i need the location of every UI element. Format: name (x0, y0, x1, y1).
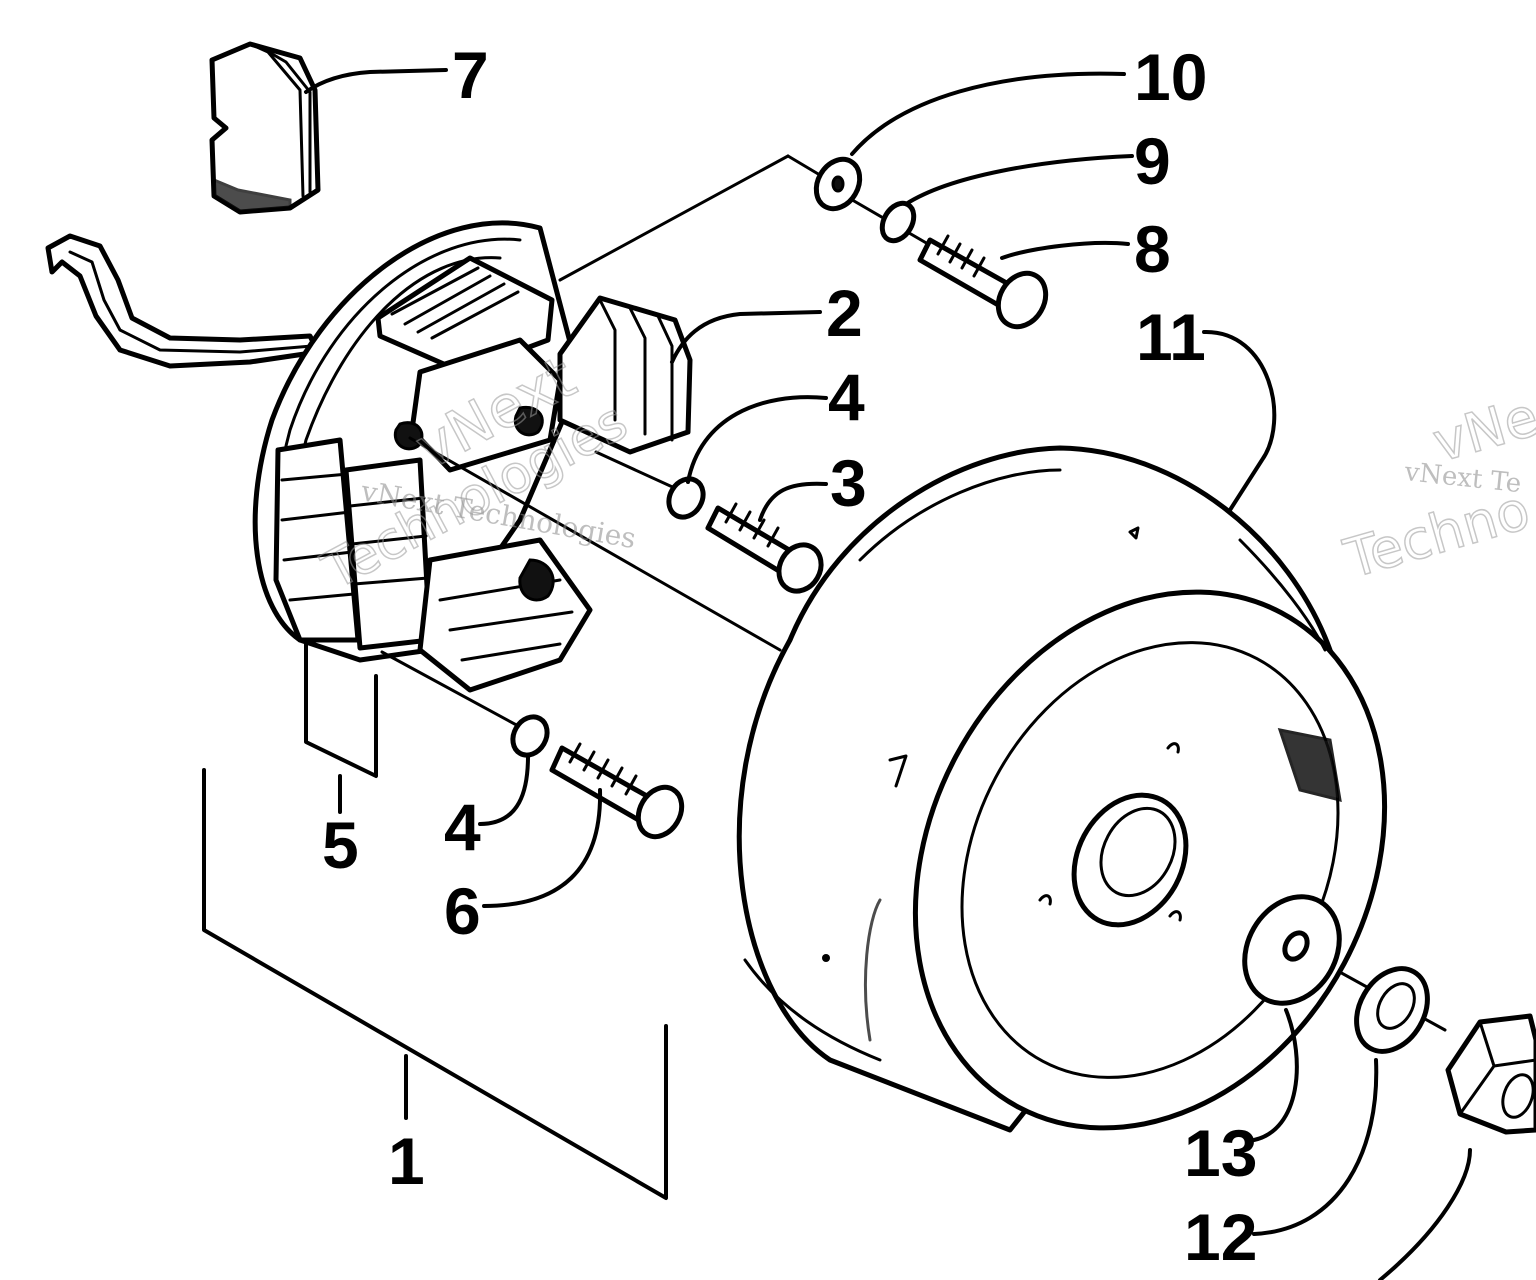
grommet-part-5 (304, 638, 378, 778)
stator-assembly (252, 220, 693, 693)
screw-part-3 (705, 502, 824, 594)
watermark-outline-right-1: vNe (1426, 385, 1536, 475)
watermark-outline-right-2: Techno (1337, 478, 1536, 591)
lockwasher-part-12 (1354, 966, 1430, 1054)
wire-harness (45, 233, 321, 369)
cap-part-7 (209, 41, 321, 215)
callout-1: 1 (388, 1124, 425, 1198)
callout-3: 3 (830, 446, 867, 520)
washer-part-4-upper (666, 476, 706, 520)
bracket-part-1 (202, 768, 668, 1200)
callout-12: 12 (1184, 1200, 1257, 1274)
screw-part-8 (917, 234, 1049, 330)
washer-part-4-lower (510, 714, 550, 758)
callout-10: 10 (1134, 40, 1207, 114)
callout-5: 5 (322, 808, 359, 882)
washer-part-13 (1242, 894, 1342, 1006)
leader-lines (304, 68, 1472, 1280)
callout-9: 9 (1134, 124, 1171, 198)
washer-part-10 (813, 156, 863, 212)
callout-2: 2 (826, 276, 863, 350)
callout-4-upper: 4 (828, 360, 865, 434)
callout-8: 8 (1134, 212, 1171, 286)
callout-13: 13 (1184, 1116, 1257, 1190)
screw-part-6 (549, 742, 685, 840)
nut-part (1445, 1013, 1536, 1135)
callout-11: 11 (1136, 300, 1206, 374)
callout-6: 6 (444, 874, 481, 948)
callout-labels: 7 10 9 8 2 11 4 3 4 5 6 13 1 12 (322, 38, 1257, 1274)
lockwasher-part-9 (879, 200, 917, 244)
callout-7: 7 (452, 38, 489, 112)
callout-4-lower: 4 (444, 790, 481, 864)
